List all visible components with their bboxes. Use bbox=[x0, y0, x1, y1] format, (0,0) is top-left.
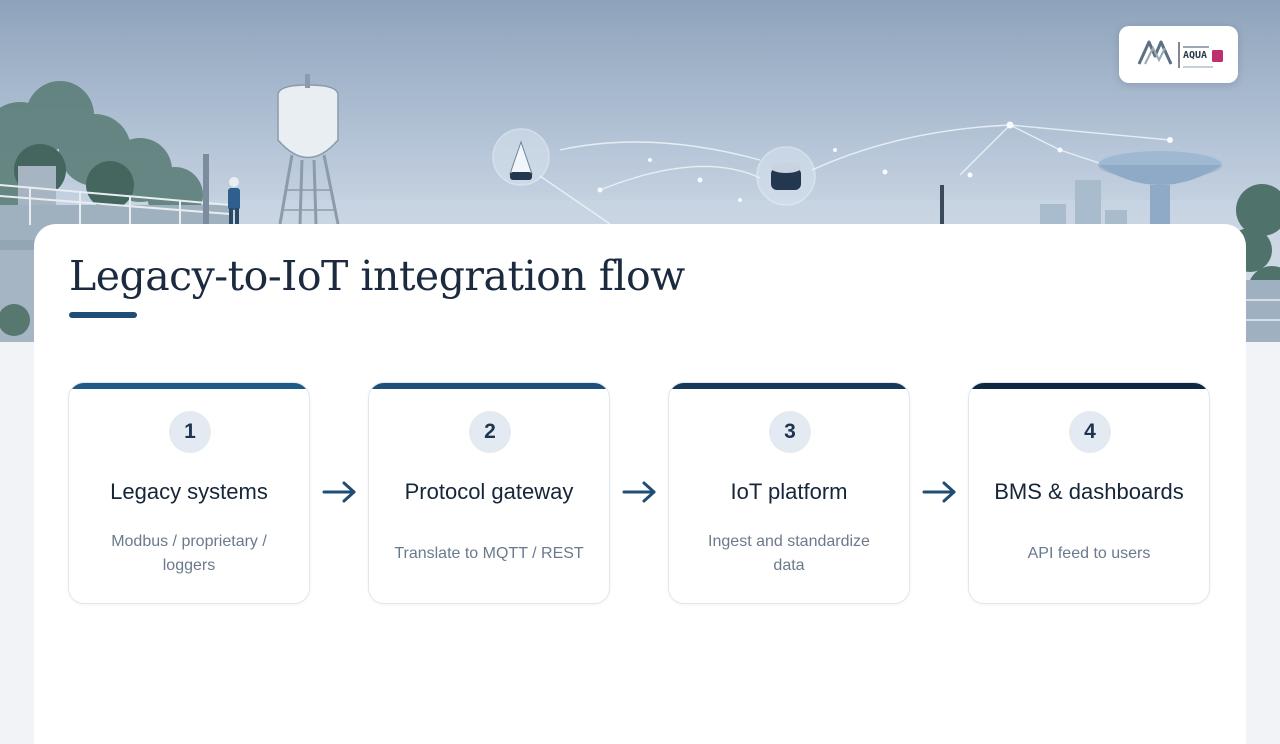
step-number-badge: 4 bbox=[1069, 411, 1111, 453]
step-title: IoT platform bbox=[730, 479, 848, 504]
step-description: API feed to users bbox=[1027, 545, 1151, 562]
step-card-iot-platform: 3 IoT platform Ingest and standardize da… bbox=[668, 382, 910, 604]
step-title: BMS & dashboards bbox=[994, 479, 1184, 504]
step-title: Legacy systems bbox=[110, 479, 268, 504]
logo-text: AQUA bbox=[1183, 50, 1208, 61]
arrow-right-icon bbox=[322, 481, 356, 503]
step-accent-bar bbox=[69, 383, 309, 389]
step-accent-bar bbox=[969, 383, 1209, 389]
brand-logo-card: AQUA bbox=[1119, 26, 1238, 83]
content-card: Legacy-to-IoT integration flow 1 Legacy … bbox=[34, 224, 1246, 744]
step-accent-bar bbox=[369, 383, 609, 389]
page-title: Legacy-to-IoT integration flow bbox=[69, 252, 685, 300]
step-description: Translate to MQTT / REST bbox=[394, 545, 584, 562]
aqua-brand-logo bbox=[1137, 40, 1223, 68]
step-description: Ingest and standardize data bbox=[708, 533, 870, 574]
step-card-bms-dashboards: 4 BMS & dashboards API feed to users bbox=[968, 382, 1210, 604]
step-card-protocol-gateway: 2 Protocol gateway Translate to MQTT / R… bbox=[368, 382, 610, 604]
step-number-badge: 3 bbox=[769, 411, 811, 453]
step-number-badge: 2 bbox=[469, 411, 511, 453]
step-description: Modbus / proprietary / loggers bbox=[111, 533, 267, 574]
step-number-badge: 1 bbox=[169, 411, 211, 453]
step-card-legacy-systems: 1 Legacy systems Modbus / proprietary / … bbox=[68, 382, 310, 604]
step-accent-bar bbox=[669, 383, 909, 389]
arrow-right-icon bbox=[622, 481, 656, 503]
step-title: Protocol gateway bbox=[404, 479, 574, 504]
title-underline bbox=[69, 312, 137, 318]
arrow-right-icon bbox=[922, 481, 956, 503]
